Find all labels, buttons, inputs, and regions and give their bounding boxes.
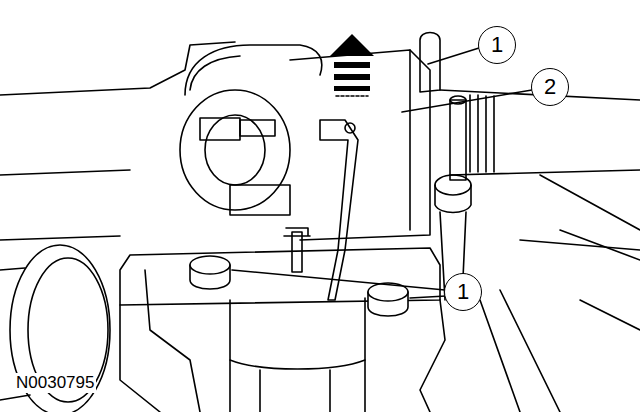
figure-code: N0030795 <box>14 373 96 393</box>
callout-number: 2 <box>531 68 569 106</box>
callout-number: 1 <box>444 273 482 311</box>
callout-number: 1 <box>478 26 516 64</box>
